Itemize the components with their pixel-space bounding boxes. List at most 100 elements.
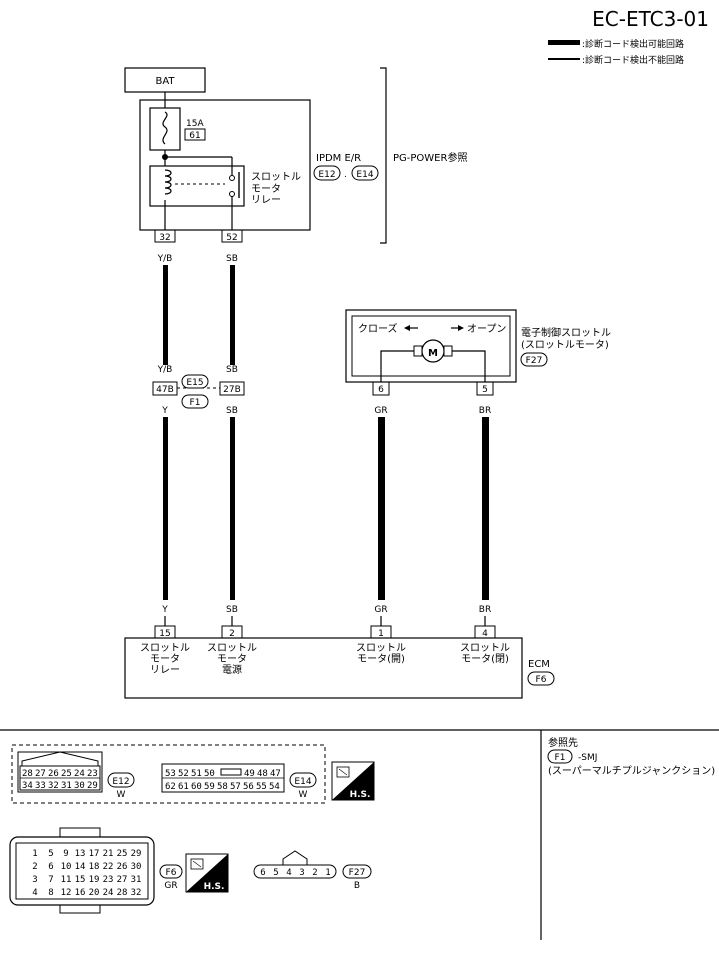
legend-thick-label: :診断コード検出可能回路 (582, 38, 684, 50)
e14-pin-60: 60 (191, 782, 202, 792)
throttle-title-1: 電子制御スロットル (521, 326, 611, 339)
relay-contact-bottom (229, 191, 235, 197)
f6-pin-28: 28 (117, 888, 128, 898)
fuse-number: 61 (189, 131, 200, 141)
ipdm-connector-e12: E12 (318, 170, 335, 180)
ipdm-connector-e14: E14 (356, 170, 373, 180)
legend-thin-label: :診断コード検出不能回路 (582, 54, 684, 66)
legend-thin-line (548, 58, 580, 60)
e12-id: E12 (112, 777, 129, 787)
f6-badge (159, 864, 183, 879)
e14-id: E14 (294, 777, 311, 787)
f27-pin-2: 2 (312, 868, 317, 878)
wire-color-y-ecm: Y (161, 605, 168, 615)
ecm-pin-2-label-3: 電源 (222, 663, 242, 676)
e12-badge (107, 772, 135, 788)
ipdm-connector-e14-badge (351, 165, 379, 181)
wire-color-yb-top: Y/B (157, 254, 173, 264)
f27-color: B (354, 881, 360, 891)
ecm-pin-15-box (154, 625, 176, 639)
relay-label-2: モータ (251, 183, 281, 195)
f6-pin-3: 3 (32, 875, 37, 885)
relay-contact-top (229, 175, 235, 181)
e12-pin-33: 33 (35, 781, 46, 791)
ecm-pin-2: 2 (229, 629, 235, 639)
f6-pin-24: 24 (103, 888, 114, 898)
f27-id: F27 (349, 868, 366, 878)
joint-pin-27b: 27B (223, 385, 241, 395)
f6-id: F6 (166, 868, 177, 878)
f6-pin-30: 30 (131, 862, 142, 872)
motor-icon (421, 339, 445, 363)
throttle-connector: F27 (526, 356, 543, 366)
f6-pin-17: 17 (89, 849, 100, 859)
f6-pin-12: 12 (61, 888, 72, 898)
f6-pin-27: 27 (117, 875, 128, 885)
ecm-name: ECM (528, 659, 550, 670)
f6-pin-15: 15 (75, 875, 86, 885)
e14-pin-62: 62 (165, 782, 176, 792)
wire-br (482, 417, 489, 600)
throttle-title-2: (スロットルモータ) (521, 339, 609, 351)
ecm-pin-15: 15 (159, 629, 170, 639)
hs-harness-side-icon-2 (185, 853, 229, 893)
e12-pin-26: 26 (48, 769, 59, 779)
e14-pin-58: 58 (217, 782, 228, 792)
throttle-connector-badge (520, 352, 548, 367)
ecm-connector: F6 (536, 675, 547, 685)
e12-pin-31: 31 (61, 781, 72, 791)
e14-pin-56: 56 (243, 782, 254, 792)
e12-pin-24: 24 (74, 769, 85, 779)
f27-badge (342, 864, 372, 879)
f6-color: GR (164, 881, 177, 891)
wire-color-sb-ecm: SB (226, 605, 238, 615)
reference-title: 参照先 (548, 736, 578, 749)
ecm-pin-15-label-1: スロットル (140, 643, 190, 654)
f6-pin-6: 6 (48, 862, 53, 872)
f6-pin-5: 5 (48, 849, 53, 859)
wire-color-y: Y (161, 406, 168, 416)
reference-connector-badge (547, 749, 573, 764)
reference-text: -SMJ (578, 753, 597, 763)
throttle-inner-box (351, 315, 511, 377)
wire-color-br-top: BR (479, 406, 491, 416)
throttle-pin-5-box (476, 381, 494, 396)
joint-connector-e15: E15 (186, 378, 203, 388)
f27-pin-3: 3 (299, 868, 304, 878)
close-arrow-icon (404, 325, 410, 331)
wire-color-sb-bottom: SB (226, 365, 238, 375)
connector-face-f27 (253, 850, 337, 879)
connector-face-f6 (9, 827, 155, 914)
f6-pin-8: 8 (48, 888, 53, 898)
f6-pin-23: 23 (103, 875, 114, 885)
relay-label-3: リレー (251, 195, 281, 206)
battery-label: BAT (155, 76, 175, 87)
f6-pin-26: 26 (117, 862, 128, 872)
ipdm-pin-32: 32 (159, 233, 170, 243)
hs-harness-side-icon (331, 761, 375, 801)
reference-connector: F1 (555, 753, 566, 763)
ipdm-connector-e12-badge (313, 165, 341, 181)
f6-pin-14: 14 (75, 862, 86, 872)
e14-pin-61: 61 (178, 782, 189, 792)
ecm-pin-2-label-1: スロットル (207, 643, 257, 654)
wire-color-yb-bottom: Y/B (157, 365, 173, 375)
relay-label-1: スロットル (251, 172, 301, 183)
relay-coil-icon (164, 169, 172, 195)
e14-pin-57: 57 (230, 782, 241, 792)
e14-pin-55: 55 (256, 782, 267, 792)
ecm-pin-2-label-2: モータ (217, 653, 247, 665)
e12-pin-30: 30 (74, 781, 85, 791)
wire-color-sb-mid: SB (226, 406, 238, 416)
e14-pin-59: 59 (204, 782, 215, 792)
ipdm-connector-sep: . (344, 170, 347, 180)
joint-connector-f1-badge (181, 394, 209, 409)
reference-desc: (スーパーマルチプルジャンクション) (548, 765, 715, 777)
wire-color-br-ecm: BR (479, 605, 491, 615)
ipdm-pin-52: 52 (226, 233, 237, 243)
e14-pin-53: 53 (165, 769, 176, 779)
motor-label: M (428, 348, 438, 359)
throttle-pin-6-box (372, 381, 390, 396)
e14-pin-47: 47 (270, 769, 281, 779)
